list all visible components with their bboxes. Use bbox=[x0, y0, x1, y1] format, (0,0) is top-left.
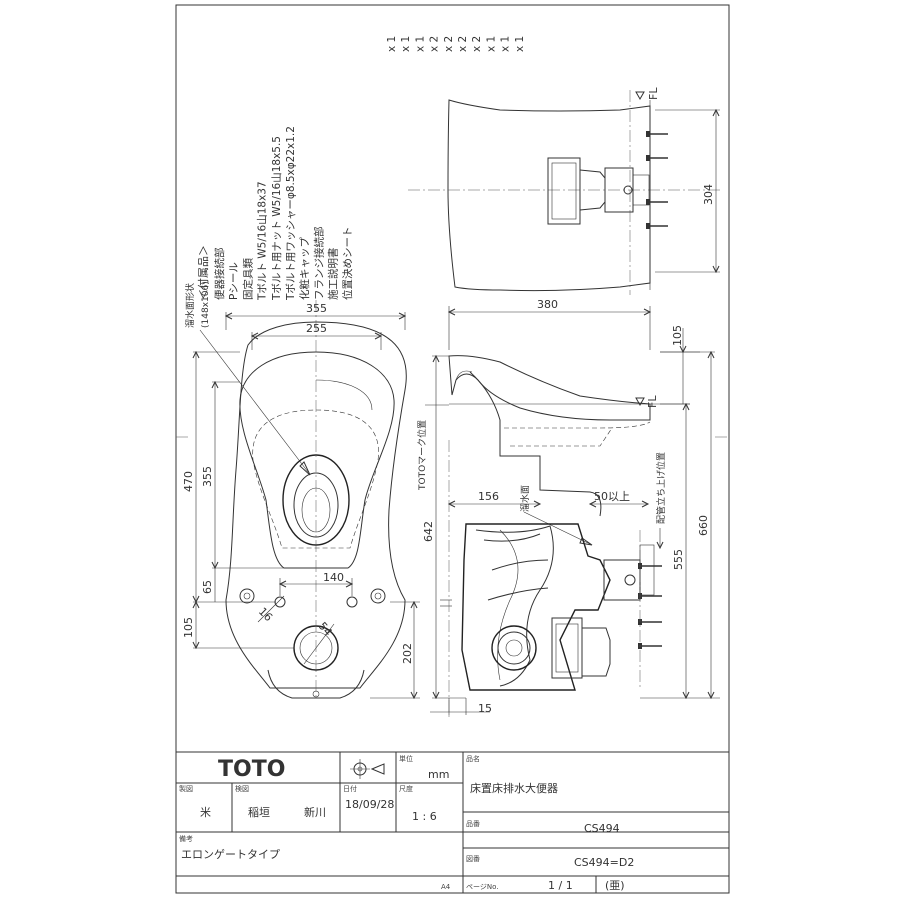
accessory-item-qty: x 1 bbox=[514, 36, 526, 52]
accessory-item-name: フランジ接続部 bbox=[312, 227, 325, 301]
accessory-item-qty: x 1 bbox=[485, 36, 497, 52]
toto-logo: TOTO bbox=[218, 757, 285, 782]
remarks-value: エロンゲートタイプ bbox=[181, 848, 280, 861]
water-surface-shape-label: 溜水面形状 bbox=[184, 283, 196, 328]
accessory-item-name: 施工説明書 bbox=[327, 248, 340, 301]
dim-105-left: 105 bbox=[182, 617, 195, 638]
model-value: CS494 bbox=[584, 822, 620, 835]
title-block: TOTO 単位 mm 品名 床置床排水大便器 製図 米 検図 稲垣 新川 日付 … bbox=[175, 751, 730, 894]
accessory-header: ＜付属品＞ bbox=[197, 245, 210, 300]
drawing-no-label: 図番 bbox=[466, 855, 480, 863]
drafter-value: 米 bbox=[200, 806, 211, 819]
plan-view-top: FL 304 bbox=[408, 87, 720, 295]
scale-value: 1 : 6 bbox=[412, 810, 437, 823]
dim-202: 202 bbox=[401, 643, 414, 664]
dim-140: 140 bbox=[323, 571, 344, 584]
dim-380: 380 bbox=[537, 298, 558, 311]
accessory-item-name: Tボルト W5/16山18x37 bbox=[257, 181, 269, 301]
date-value: 18/09/28 bbox=[345, 798, 394, 811]
accessory-item-name: Tボルト用ワッシャーφ8.5xφ22x1.2 bbox=[285, 126, 297, 301]
water-surface-label: 溜水面 bbox=[519, 485, 531, 512]
bowl-side-view: 380 FL TOTOマーク位置 溜水面 50以上 156 bbox=[416, 298, 720, 720]
scale-label: 尺度 bbox=[399, 784, 413, 793]
paper-size: A4 bbox=[441, 883, 451, 891]
checker-label: 検図 bbox=[235, 784, 249, 793]
projection-symbol-icon bbox=[350, 759, 385, 779]
dim-642: 642 bbox=[422, 521, 435, 542]
remarks-label: 備考 bbox=[179, 834, 193, 843]
unit-label: 単位 bbox=[399, 754, 413, 763]
dim-65: 65 bbox=[201, 580, 214, 594]
bolt-head bbox=[646, 155, 650, 161]
accessory-item-name: Pシール bbox=[228, 262, 240, 300]
checker-value: 稲垣 bbox=[248, 806, 270, 819]
dim-470: 470 bbox=[182, 471, 195, 492]
accessory-item-qty: x 1 bbox=[414, 36, 426, 52]
bowl-top-view: 溜水面形状 (148x106) 355 255 470 355 65 105 bbox=[182, 281, 420, 700]
accessory-item-qty: x 2 bbox=[457, 36, 469, 52]
accessory-item-qty: x 2 bbox=[429, 36, 441, 52]
accessory-item-qty: x 1 bbox=[500, 36, 512, 52]
accessory-item-qty: x 2 bbox=[471, 36, 483, 52]
dim-555: 555 bbox=[672, 549, 685, 570]
dim-156: 156 bbox=[478, 490, 499, 503]
accessory-list: ＜付属品＞ 便器接続部 x 1 Pシール x 1 固定具類 x 1 Tボルト W5/16山1… bbox=[197, 36, 526, 301]
accessory-item-name: 便器接続部 bbox=[213, 248, 226, 301]
fl-label-side: FL bbox=[646, 395, 659, 408]
model-label: 品番 bbox=[466, 820, 480, 828]
bolt-head bbox=[646, 131, 650, 137]
dim-660: 660 bbox=[697, 515, 710, 536]
bolt-head bbox=[646, 223, 650, 229]
pipe-riser-position-label: 配管立ち上げ位置 bbox=[655, 452, 667, 524]
page-label: ページNo. bbox=[466, 883, 498, 891]
dim-105-right: 105 bbox=[671, 325, 684, 346]
accessory-item-name: 化粧キャップ bbox=[298, 237, 311, 300]
dim-255: 255 bbox=[306, 322, 327, 335]
date-label: 日付 bbox=[343, 784, 357, 793]
accessory-item-name: 固定具類 bbox=[241, 258, 254, 300]
product-name: 床置床排水大便器 bbox=[470, 781, 558, 795]
dim-355-top: 355 bbox=[306, 302, 327, 315]
accessory-item-name: 位置決めシート bbox=[341, 227, 354, 301]
dim-15: 15 bbox=[478, 702, 492, 715]
dim-355-left: 355 bbox=[201, 466, 214, 487]
unit-value: mm bbox=[428, 768, 449, 781]
name-label: 品名 bbox=[466, 754, 480, 763]
accessory-item-qty: x 2 bbox=[443, 36, 455, 52]
fl-label-top: FL bbox=[647, 87, 660, 100]
revision-value: (亜) bbox=[605, 879, 625, 892]
bolt-head bbox=[646, 199, 650, 205]
drawing-no-value: CS494=D2 bbox=[574, 856, 634, 869]
accessory-item-name: Tボルト用ナット W5/16山18x5.5 bbox=[271, 136, 283, 301]
water-surface-size-label: (148x106) bbox=[201, 281, 211, 328]
drafter-label: 製図 bbox=[179, 784, 193, 793]
accessory-item-qty: x 1 bbox=[386, 36, 398, 52]
toto-mark-position-label: TOTOマーク位置 bbox=[416, 420, 428, 491]
dim-304: 304 bbox=[702, 184, 715, 205]
accessory-item-qty: x 1 bbox=[400, 36, 412, 52]
page-value: 1 / 1 bbox=[548, 879, 573, 892]
dim-54: 54 bbox=[316, 620, 335, 639]
fifty-over-label: 50以上 bbox=[594, 490, 630, 503]
approver-value: 新川 bbox=[304, 805, 326, 819]
